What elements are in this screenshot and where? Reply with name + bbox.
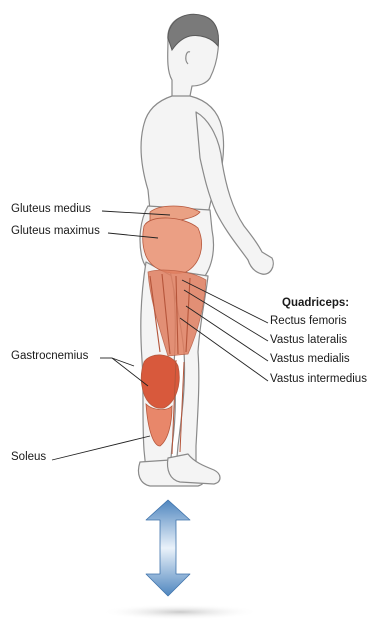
label-quadriceps-heading: Quadriceps: [282,297,349,309]
label-rectus-femoris: Rectus femoris [270,315,347,327]
label-vastus-lateralis: Vastus lateralis [270,334,347,346]
label-gluteus-medius: Gluteus medius [11,203,91,215]
label-vastus-intermedius: Vastus intermedius [270,373,367,385]
label-soleus: Soleus [11,451,46,463]
leader-gastrocnemius-3 [112,358,134,366]
leader-soleus [52,436,150,460]
label-gluteus-maximus: Gluteus maximus [11,225,100,237]
vertical-double-arrow-icon [146,500,190,596]
ground-shadow [100,604,260,620]
label-vastus-medialis: Vastus medialis [270,353,350,365]
label-gastrocnemius: Gastrocnemius [11,350,88,362]
